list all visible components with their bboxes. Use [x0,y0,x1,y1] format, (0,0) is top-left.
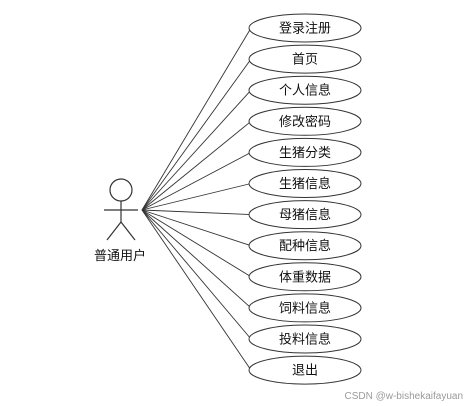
association-lines [141,27,252,371]
use-case: 体重数据 [248,262,362,292]
use-case: 首页 [248,44,362,74]
use-case: 修改密码 [248,106,362,136]
use-case-label: 体重数据 [279,269,331,285]
use-case-ellipse [248,169,362,198]
use-case-label: 首页 [292,53,318,68]
association-line [141,58,252,211]
use-case-ellipse [248,44,362,74]
use-case-ellipse [248,293,362,323]
association-line [141,209,252,278]
actor-head [109,178,133,202]
use-case: 个人信息 [248,75,362,105]
use-case-label: 修改密码 [279,114,331,130]
use-case-ellipse [248,262,362,292]
use-case-ellipse [248,231,362,261]
use-case-label: 配种信息 [279,238,331,254]
association-line [141,209,252,340]
actor-label: 普通用户 [94,248,146,264]
use-case: 母猪信息 [248,200,362,230]
use-case-ellipse [248,75,362,105]
use-case: 退出 [248,355,362,385]
use-case-ellipse [248,13,362,43]
use-case: 登录注册 [248,13,362,43]
association-line [141,152,252,211]
actor-right-leg [120,221,136,241]
association-line [141,209,252,216]
use-case-ellipse [248,137,362,167]
use-case: 生猪分类 [248,137,362,167]
actor: 普通用户 [94,178,146,264]
use-case-label: 个人信息 [279,83,331,99]
association-line [141,209,252,309]
use-case: 投料信息 [248,324,362,354]
association-line [141,209,252,371]
association-line [141,27,252,211]
use-case-label: 投料信息 [279,332,331,348]
association-line [141,209,252,247]
use-case-label: 生猪信息 [279,176,331,192]
use-case: 生猪信息 [248,169,362,198]
use-case-ellipse [248,324,362,354]
use-case-ellipse [248,200,362,230]
association-line [141,183,252,211]
actor-left-leg [106,221,122,241]
use-case-label: 生猪分类 [279,146,331,161]
use-case-label: 登录注册 [279,22,331,37]
use-case-label: 饲料信息 [279,300,331,316]
association-line [141,89,252,211]
watermark: CSDN @w-bishekaifayuan [344,391,463,402]
use-case-ellipse [248,355,362,385]
use-case: 饲料信息 [248,293,362,323]
use-case-list: 登录注册首页个人信息修改密码生猪分类生猪信息母猪信息配种信息体重数据饲料信息投料… [248,13,362,385]
use-case-label: 退出 [292,364,318,379]
association-line [141,120,252,211]
use-case-label: 母猪信息 [279,207,331,223]
use-case: 配种信息 [248,231,362,261]
use-case-ellipse [248,106,362,136]
